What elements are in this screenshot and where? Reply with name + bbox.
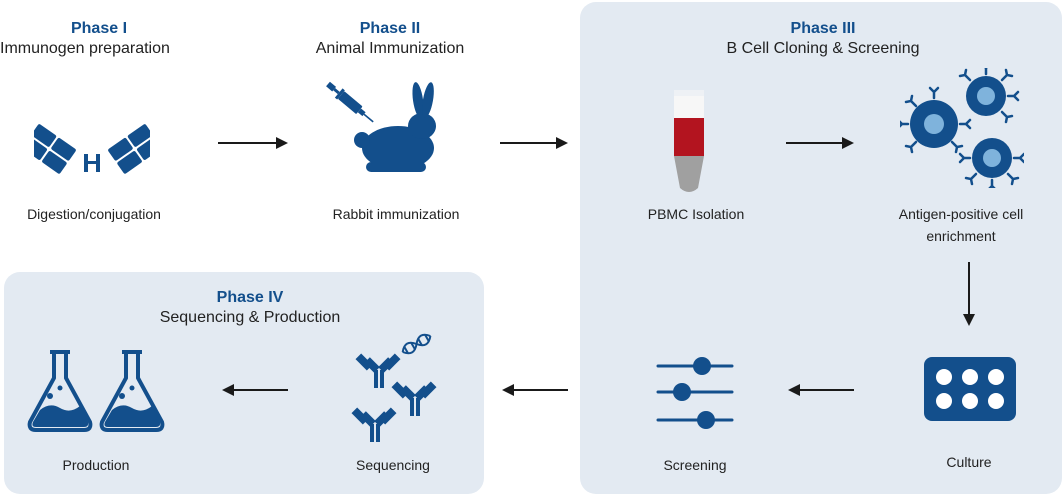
- flasks-icon: [27, 350, 165, 432]
- b-cells-icon: [900, 68, 1024, 188]
- antibodies-dna-icon: [351, 333, 437, 442]
- phase2-subtitle: Animal Immunization: [315, 40, 465, 57]
- phase4-title: Phase IV: [216, 289, 284, 306]
- step-label-screening: Screening: [663, 457, 727, 473]
- step-label-enrichment: Antigen-positive cell enrichment: [898, 206, 1024, 244]
- arrow-phase2-to-phase3: [500, 137, 568, 149]
- rabbit-syringe-icon: [326, 81, 436, 172]
- antibody-icon: [34, 124, 150, 174]
- step-label-digestion: Digestion/conjugation: [27, 206, 161, 222]
- phase4-panel: [4, 272, 484, 494]
- arrow-pbmc-to-enrichment: [786, 137, 854, 149]
- arrow-screening-to-sequencing: [502, 384, 568, 396]
- phase4-subtitle: Sequencing & Production: [159, 309, 341, 326]
- phase3-subtitle: B Cell Cloning & Screening: [726, 40, 920, 57]
- step-label-sequencing: Sequencing: [356, 457, 430, 473]
- sliders-icon: [656, 357, 734, 429]
- test-tube-icon: [674, 90, 704, 192]
- step-label-pbmc: PBMC Isolation: [647, 206, 745, 222]
- phase2-title: Phase II: [359, 20, 421, 37]
- arrow-phase1-to-phase2: [218, 137, 288, 149]
- phase1-title: Phase I: [70, 20, 128, 37]
- arrow-sequencing-to-production: [222, 384, 288, 396]
- step-label-rabbit: Rabbit immunization: [332, 206, 460, 222]
- step-label-production: Production: [62, 457, 130, 473]
- phase3-title: Phase III: [790, 20, 856, 37]
- well-plate-icon: [924, 357, 1016, 421]
- step-label-culture: Culture: [946, 454, 992, 470]
- arrow-culture-to-screening: [788, 384, 854, 396]
- phase1-subtitle: Immunogen preparation: [0, 40, 170, 57]
- arrow-enrichment-to-culture: [963, 262, 975, 326]
